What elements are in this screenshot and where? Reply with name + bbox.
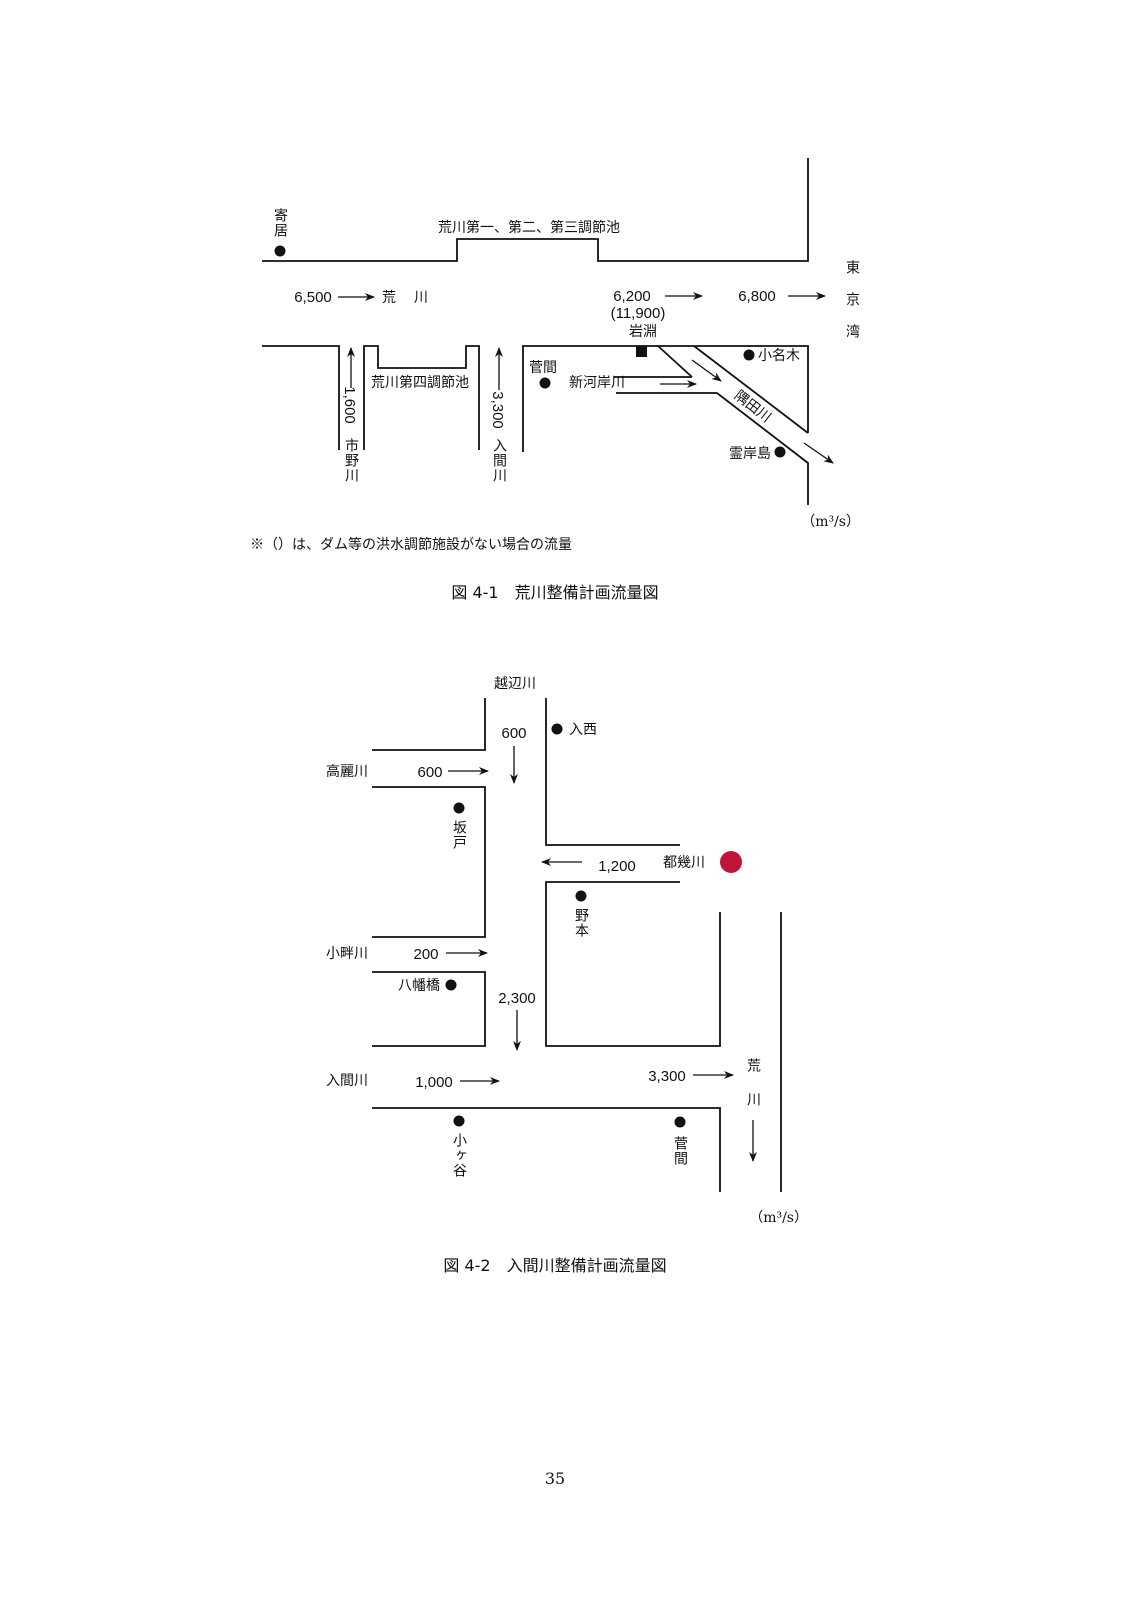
flow-iruma: 3,300 — [489, 391, 506, 429]
figure-caption-4-1: 図 4-1 荒川整備計画流量図 — [451, 583, 658, 602]
toki-river-label: 都幾川 — [663, 855, 705, 871]
reiganjima-point-marker — [774, 446, 786, 458]
shingashi-river-label: 新河岸川 — [569, 375, 625, 391]
bank-koma-kobatake — [372, 786, 486, 938]
note-text: ※（）は、ダム等の洪水調節施設がない場合の流量 — [250, 536, 572, 553]
iruma-river-label: 入間川 — [326, 1073, 368, 1089]
sumida-right-bank — [693, 345, 809, 434]
tokyo-bay-label: 東京湾 — [844, 260, 860, 356]
sugama-point-marker — [674, 1116, 686, 1128]
yawatabashi-label: 八幡橋 — [398, 978, 440, 994]
flow-iruma: 1,000 — [415, 1074, 453, 1091]
irinishi-point-marker — [551, 723, 563, 735]
reservoir-1-2-3-label: 荒川第一、第二、第三調節池 — [438, 219, 620, 236]
sugama-label: 菅間 — [529, 360, 557, 376]
kobatake-river-label: 小畔川 — [326, 946, 368, 962]
page-number: 35 — [545, 1469, 565, 1488]
flow-toki: 1,200 — [598, 858, 636, 875]
flow-koma: 600 — [417, 764, 442, 781]
yorii-point-marker — [274, 245, 286, 257]
flow-iwabuchi: 6,200 — [613, 288, 651, 305]
flow-iwabuchi-no-dam: (11,900) — [611, 305, 666, 322]
figure-caption-4-2: 図 4-2 入間川整備計画流量図 — [443, 1256, 666, 1275]
arakawa-label-2: 川 — [414, 290, 428, 306]
river-bank-top — [262, 158, 809, 262]
ogaya-point-marker — [453, 1115, 465, 1127]
toki-river-highlight-marker — [720, 851, 742, 873]
flow-arrow-sumida-upper — [691, 359, 722, 382]
bank-oppe-toki — [545, 698, 680, 846]
bank-iruma-bottom — [372, 1107, 721, 1192]
flow-arrow-sumida-lower — [803, 442, 834, 464]
arakawa-label: 荒川 — [745, 1058, 761, 1126]
koma-river-label: 高麗川 — [326, 763, 368, 780]
unit-label-fig1: （m³/s） — [801, 514, 860, 530]
iwabuchi-gauge-marker — [636, 346, 647, 357]
flow-kobatake: 200 — [413, 946, 438, 963]
sumida-left-bank — [657, 345, 693, 378]
ogaya-label: 小ヶ谷 — [451, 1133, 467, 1178]
sugama-point-marker — [539, 377, 551, 389]
reiganjima-label: 霊岸島 — [729, 446, 771, 462]
figure-4-2-iruma-flow-diagram: 越辺川 600 入西 高麗川 600 坂戸 1,200 都幾川 野本 小畔川 2… — [326, 676, 808, 1275]
iwabuchi-label: 岩淵 — [629, 324, 657, 340]
bank-toki-nomoto — [545, 881, 721, 1047]
flow-oppe: 600 — [501, 725, 526, 742]
flow-confluence: 3,300 — [648, 1068, 686, 1085]
yawatabashi-point-marker — [445, 979, 457, 991]
flow-mouth: 6,800 — [738, 288, 776, 305]
sakado-label: 坂戸 — [451, 820, 467, 850]
river-bank-bottom-right — [522, 345, 809, 452]
sugama-label: 菅間 — [672, 1136, 688, 1166]
iruma-river-label: 入間川 — [491, 438, 507, 483]
arakawa-label-1: 荒 — [382, 290, 396, 306]
onagi-point-marker — [743, 349, 755, 361]
unit-label-fig2: （m³/s） — [749, 1210, 808, 1226]
nomoto-point-marker — [575, 890, 587, 902]
ichino-river-label: 市野川 — [343, 437, 359, 483]
oppe-river-label: 越辺川 — [494, 676, 536, 692]
reservoir-4-bank — [363, 345, 480, 450]
reservoir-4-label: 荒川第四調節池 — [371, 374, 469, 391]
nomoto-label: 野本 — [573, 908, 589, 938]
irinishi-label: 入西 — [569, 722, 597, 738]
shingashi-sumida-lower-bank — [616, 392, 809, 505]
bank-kobatake-iruma — [372, 971, 486, 1047]
river-bank-bottom-left — [262, 345, 340, 450]
sakado-point-marker — [453, 802, 465, 814]
flow-upstream: 6,500 — [294, 289, 332, 306]
flow-sakado-down: 2,300 — [498, 990, 536, 1007]
onagi-label: 小名木 — [758, 348, 800, 364]
yorii-label: 寄居 — [272, 207, 288, 238]
flow-ichino: 1,600 — [341, 386, 358, 424]
bank-oppe-koma — [372, 698, 486, 751]
figure-4-1-arakawa-flow-diagram: 寄居 荒川第一、第二、第三調節池 6,500 荒 川 6,200 (11,900… — [250, 158, 860, 602]
